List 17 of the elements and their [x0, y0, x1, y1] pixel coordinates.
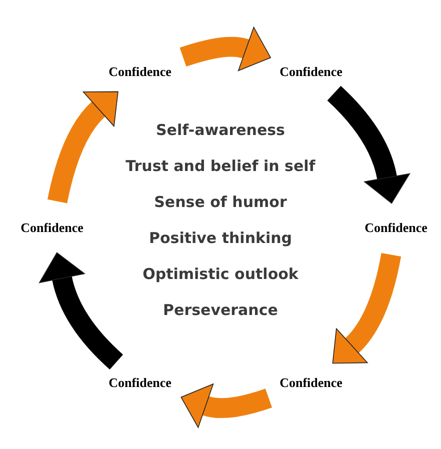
trait-text: Perseverance: [163, 301, 278, 319]
node-label: Confidence: [280, 64, 342, 80]
trait-text: Self-awareness: [156, 121, 285, 139]
block-arrow: [48, 90, 118, 204]
trait-text: Positive thinking: [148, 229, 292, 247]
node-label: Confidence: [108, 64, 172, 80]
block-arrow: [333, 252, 402, 364]
node-label: Confidence: [20, 220, 84, 236]
trait-text: Optimistic outlook: [142, 265, 298, 283]
trait-text: Sense of humor: [154, 193, 287, 211]
block-arrow: [180, 383, 272, 428]
trait-text: Trust and belief in self: [126, 157, 316, 175]
node-label: Confidence: [280, 375, 342, 391]
node-label: Confidence: [364, 220, 428, 236]
block-arrow: [327, 86, 410, 204]
node-label: Confidence: [108, 375, 172, 391]
block-arrow: [39, 252, 124, 370]
